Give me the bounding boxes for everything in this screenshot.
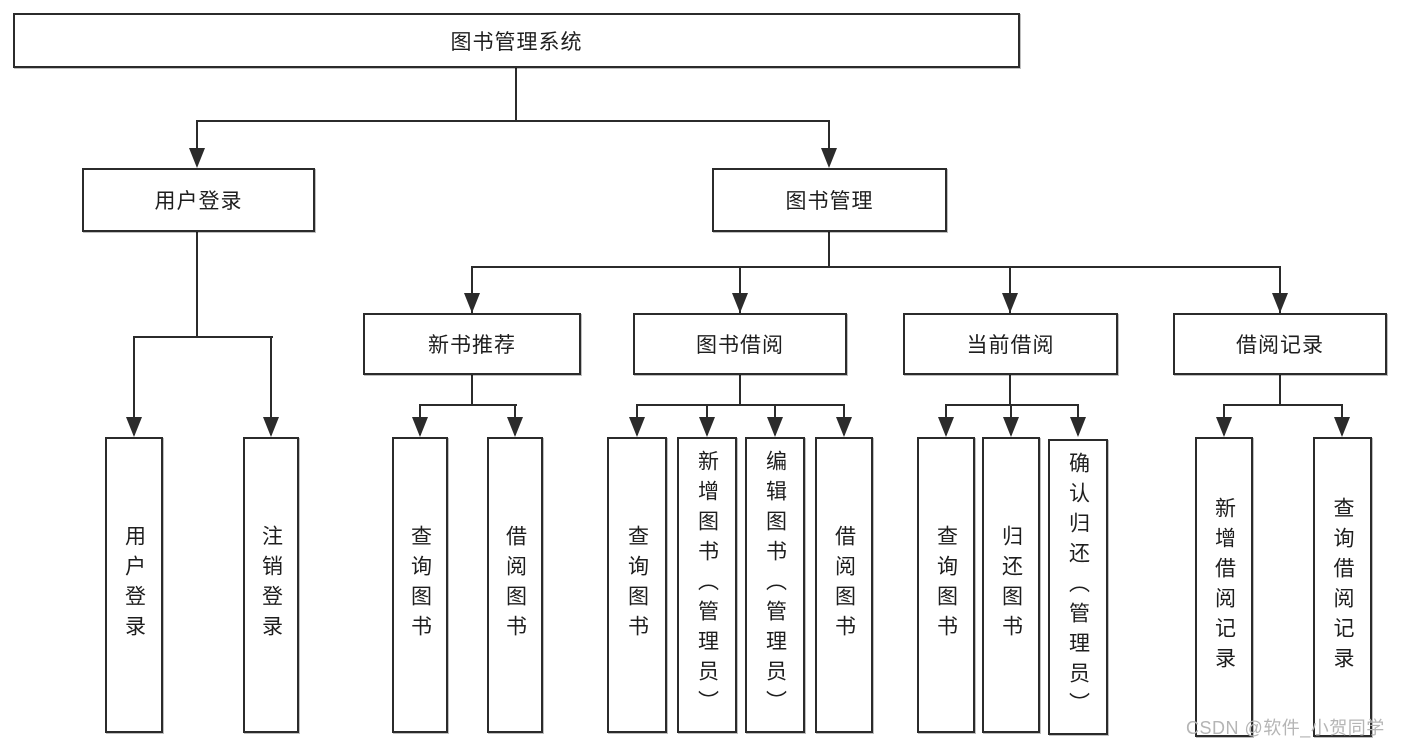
connector-line [1009, 375, 1011, 406]
node-label: 新书推荐 [428, 334, 516, 357]
node-label: 新增图书（管理员） [695, 450, 719, 720]
connector-line [471, 266, 473, 313]
node-leaf-confirm-return-admin: 确认归还（管理员） [1048, 439, 1108, 735]
node-label: 图书管理 [785, 190, 874, 213]
node-library-management-system: 图书管理系统 [13, 13, 1020, 68]
node-label: 图书借阅 [696, 334, 784, 357]
node-user-login: 用户登录 [82, 168, 315, 232]
node-label: 归还图书 [999, 525, 1023, 645]
connector-line [270, 336, 272, 435]
connector-line [471, 266, 1281, 268]
node-label: 借阅图书 [832, 525, 856, 645]
node-current-borrowing: 当前借阅 [903, 313, 1118, 375]
node-label: 用户登录 [122, 525, 146, 645]
connector-line [133, 336, 135, 435]
node-leaf-query-books-borrowing: 查询图书 [607, 437, 667, 733]
connector-line [471, 375, 473, 406]
node-leaf-query-books-current: 查询图书 [917, 437, 975, 733]
node-label: 查询借阅记录 [1331, 497, 1354, 677]
arrowhead-down-icon [1002, 293, 1018, 313]
arrowhead-down-icon [836, 417, 852, 437]
node-leaf-return-books: 归还图书 [982, 437, 1040, 733]
node-leaf-logout: 注销登录 [243, 437, 299, 733]
arrowhead-down-icon [699, 417, 715, 437]
node-leaf-add-books-admin: 新增图书（管理员） [677, 437, 737, 733]
node-label: 当前借阅 [966, 334, 1055, 357]
arrowhead-down-icon [629, 417, 645, 437]
arrowhead-down-icon [1334, 417, 1350, 437]
node-label: 查询图书 [625, 525, 649, 645]
connector-line [739, 375, 741, 406]
connector-line [739, 266, 741, 313]
node-leaf-borrow-books: 借阅图书 [815, 437, 873, 733]
connector-line [1223, 404, 1343, 406]
connector-line [1009, 266, 1011, 313]
arrowhead-down-icon [1272, 293, 1288, 313]
arrowhead-down-icon [189, 148, 205, 168]
node-borrowing-records: 借阅记录 [1173, 313, 1387, 375]
arrowhead-down-icon [1003, 417, 1019, 437]
arrowhead-down-icon [821, 148, 837, 168]
arrowhead-down-icon [126, 417, 142, 437]
arrowhead-down-icon [1070, 417, 1086, 437]
arrowhead-down-icon [464, 293, 480, 313]
node-label: 借阅记录 [1236, 334, 1324, 357]
node-label: 注销登录 [259, 525, 283, 645]
node-label: 借阅图书 [503, 525, 527, 645]
connector-line [196, 232, 198, 338]
connector-line [196, 120, 830, 122]
connector-line [828, 232, 830, 268]
connector-line [828, 120, 830, 154]
node-leaf-borrow-books-recommend: 借阅图书 [487, 437, 543, 733]
node-leaf-edit-books-admin: 编辑图书（管理员） [745, 437, 805, 733]
arrowhead-down-icon [507, 417, 523, 437]
connector-line [945, 404, 1079, 406]
csdn-watermark: CSDN @软件_小贺同学 [1186, 718, 1385, 738]
node-label: 新增借阅记录 [1212, 497, 1236, 677]
connector-line [515, 68, 517, 122]
arrowhead-down-icon [767, 417, 783, 437]
arrowhead-down-icon [412, 417, 428, 437]
arrowhead-down-icon [263, 417, 279, 437]
node-label: 查询图书 [408, 525, 432, 645]
node-book-borrowing: 图书借阅 [633, 313, 847, 375]
connector-line [1279, 266, 1281, 313]
connector-line [196, 120, 198, 154]
node-label: 用户登录 [154, 190, 243, 213]
arrowhead-down-icon [1216, 417, 1232, 437]
node-leaf-add-borrow-record: 新增借阅记录 [1195, 437, 1253, 737]
node-label: 查询图书 [934, 525, 958, 645]
connector-line [1279, 375, 1281, 406]
node-label: 确认归还（管理员） [1066, 452, 1090, 722]
node-label: 编辑图书（管理员） [763, 450, 787, 720]
node-book-management: 图书管理 [712, 168, 947, 232]
node-leaf-query-books-recommend: 查询图书 [392, 437, 448, 733]
node-leaf-user-login: 用户登录 [105, 437, 163, 733]
node-leaf-query-borrow-record: 查询借阅记录 [1313, 437, 1372, 737]
connector-line [133, 336, 273, 338]
connector-line [636, 404, 845, 406]
node-new-book-recommendation: 新书推荐 [363, 313, 581, 375]
arrowhead-down-icon [938, 417, 954, 437]
connector-line [419, 404, 517, 406]
node-label: 图书管理系统 [450, 30, 583, 54]
arrowhead-down-icon [732, 293, 748, 313]
